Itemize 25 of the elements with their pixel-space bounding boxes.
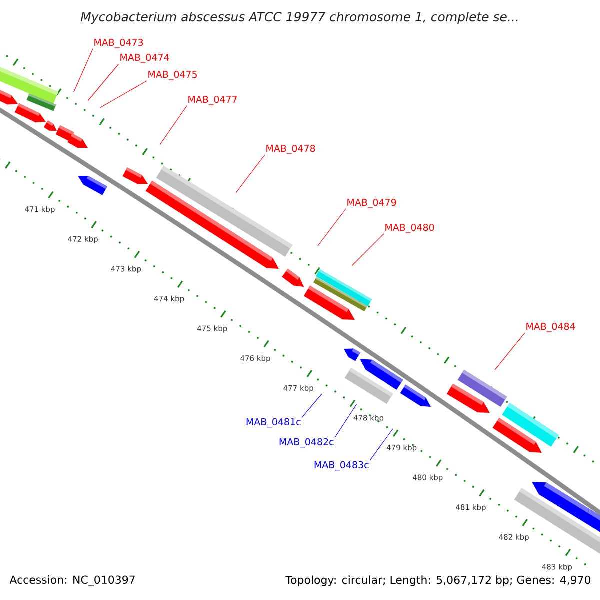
leader-line (334, 404, 358, 438)
gene-label: MAB_0482c (280, 438, 334, 448)
title: Mycobacterium abscessus ATCC 19977 chromosome 1, complete se... (80, 12, 518, 24)
gene-label: MAB_0479 (348, 199, 396, 208)
gene-label: MAB_0483c (314, 461, 369, 471)
leader-line (88, 64, 120, 102)
leader-line (302, 394, 322, 418)
leader-line (494, 332, 526, 370)
footer-text: Accession: NC_010397 (10, 576, 135, 586)
leader-line (370, 428, 394, 461)
leader-line (352, 234, 384, 266)
gene-label: MAB_0484 (526, 323, 576, 332)
leader-line (318, 208, 346, 246)
gene-label: MAB_0478 (266, 145, 316, 154)
leader-line (100, 80, 148, 108)
gene-label: MAB_0481c (246, 418, 301, 428)
footer-text: Topology: circular; Length: 5,067,172 bp; Genes: 4,970 (286, 576, 591, 586)
leader-line (236, 154, 266, 194)
gene-label: MAB_0480 (386, 224, 434, 234)
gene-label: MAB_0474 (120, 54, 170, 64)
gene-label: MAB_0473 (94, 39, 144, 48)
leader-line (74, 48, 94, 92)
gene-label: MAB_0475 (148, 71, 198, 80)
gene-label: MAB_0477 (188, 96, 238, 106)
leader-line (160, 106, 188, 146)
